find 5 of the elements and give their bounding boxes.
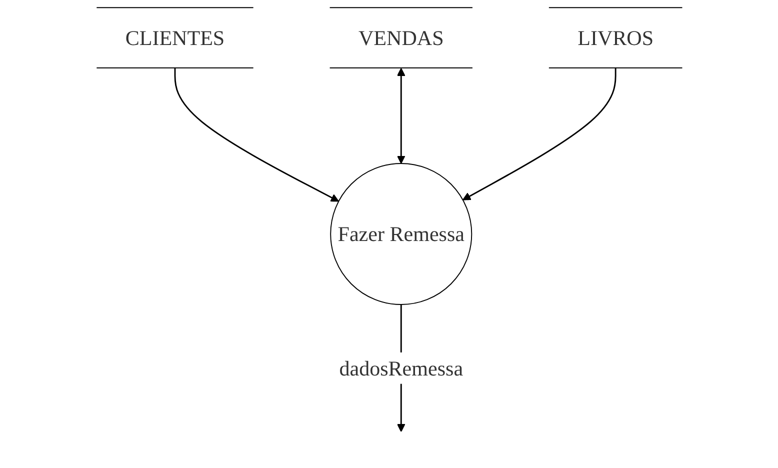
edge-label: dadosRemessa: [338, 356, 463, 380]
arrow: [462, 68, 616, 200]
node-circle: Fazer Remessa: [330, 162, 472, 305]
arrow: [396, 68, 405, 164]
arrow: [174, 68, 339, 202]
